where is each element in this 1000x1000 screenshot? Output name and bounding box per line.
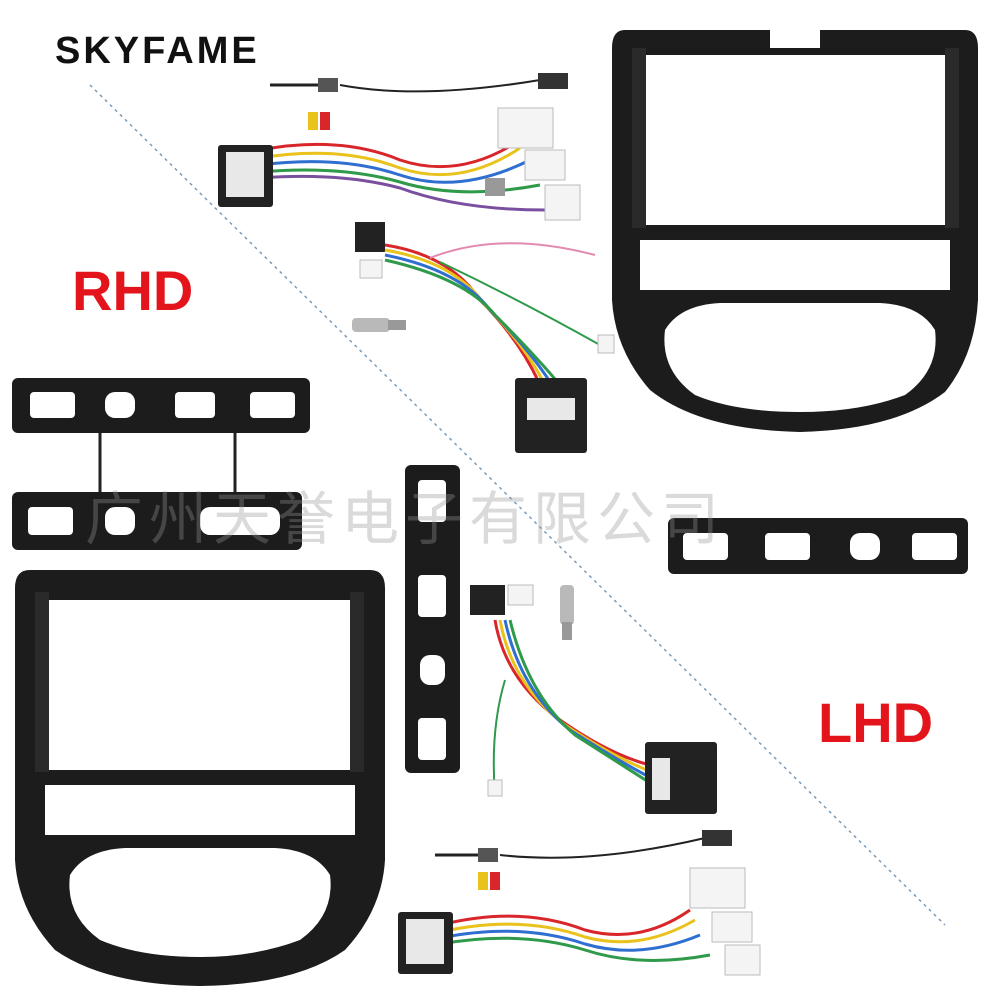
rhd-label: RHD — [72, 259, 194, 322]
lhd-label: LHD — [818, 691, 934, 754]
brand-logo: SKYFAME — [55, 30, 260, 72]
frame-lhd — [612, 30, 978, 432]
bracket-vertical — [405, 465, 460, 773]
bracket-top-left — [12, 378, 310, 433]
antenna-adapter-bottom — [560, 585, 574, 640]
harness-bottom — [398, 830, 761, 976]
harness-middle — [355, 222, 615, 453]
bracket-right — [668, 518, 968, 574]
harness-top — [218, 73, 581, 221]
harness-lower — [470, 584, 717, 814]
frame-rhd — [15, 570, 385, 986]
company-watermark: 广州天誉电子有限公司 — [85, 485, 726, 553]
bracket-bottom-left — [12, 492, 302, 550]
antenna-adapter-top — [352, 318, 406, 332]
